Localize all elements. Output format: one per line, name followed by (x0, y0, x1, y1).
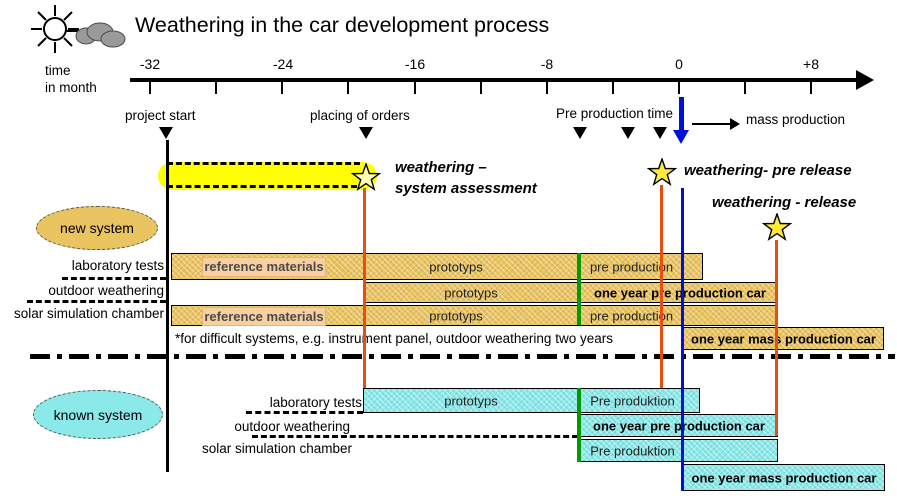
release-milestone-line (775, 240, 778, 436)
row-label-solar-simulation-known: solar simulation chamber (201, 441, 352, 456)
bar-one-year-mass-production-new: one year mass production car (683, 327, 884, 350)
row-underline (62, 277, 166, 280)
tick-label-minus16: -16 (404, 56, 426, 72)
timeline-axis (130, 78, 858, 82)
tick (810, 80, 812, 94)
tick (546, 80, 548, 94)
segment-pre-produktion: Pre produktion (590, 393, 675, 408)
sun-cloud-icon (31, 5, 126, 53)
row-label-outdoor-weathering-known: outdoor weathering (234, 419, 350, 434)
pre-production-boundary-line-known (577, 388, 581, 462)
bar-solar-simulation-known: Pre produktion (580, 439, 778, 462)
row-underline (27, 300, 166, 303)
pre-production-marker-icon (653, 127, 667, 139)
segment-one-year-pre-production: one year pre production car (593, 418, 765, 433)
pre-production-marker-icon (621, 127, 635, 139)
mass-production-start-arrowhead-icon (673, 130, 689, 144)
row-label-laboratory-tests-known: laboratory tests (269, 395, 362, 410)
placing-of-orders-label: placing of orders (310, 108, 410, 123)
segment-pre-production: pre production (589, 308, 674, 323)
tick-label-minus32: -32 (139, 56, 161, 72)
assessment-star-icon (351, 163, 381, 192)
bar-solar-simulation-new: reference materials prototyps pre produc… (171, 305, 777, 326)
project-start-line (166, 140, 169, 472)
tick (215, 80, 217, 94)
pre-release-label: weathering- pre release (684, 162, 852, 179)
assessment-dashed-top (167, 162, 360, 165)
pre-production-marker-icon (573, 127, 587, 139)
bar-outdoor-weathering-known: one year pre production car (580, 414, 778, 437)
axis-label-line1: time (45, 63, 71, 78)
project-start-label: project start (125, 108, 196, 123)
tick-label-minus8: -8 (540, 56, 554, 72)
segment-one-year-mass-production: one year mass production car (691, 331, 876, 346)
segment-prototyps: prototyps (444, 393, 498, 408)
section-divider (30, 354, 895, 359)
new-system-label: new system (60, 220, 134, 236)
known-system-label: known system (53, 406, 143, 423)
system-assessment-label-line2: system assessment (395, 180, 537, 197)
pre-production-boundary-line-new (577, 253, 581, 325)
timeline-arrowhead (856, 70, 874, 90)
pre-production-time-label: Pre production time (556, 106, 674, 121)
tick (480, 80, 482, 94)
tick-label-minus24: -24 (272, 56, 294, 72)
release-star-icon (762, 213, 792, 242)
known-system-badge: known system (33, 390, 163, 439)
mass-production-start-arrow-icon (679, 97, 684, 130)
tick-label-zero: 0 (675, 56, 683, 72)
segment-prototyps: prototyps (444, 285, 498, 300)
bar-one-year-mass-production-known: one year mass production car (683, 464, 885, 491)
pre-release-milestone-line (660, 185, 663, 388)
segment-pre-production: pre production (589, 259, 674, 274)
segment-prototyps: prototyps (429, 308, 483, 323)
pre-release-star-icon (647, 158, 677, 187)
axis-label-line2: in month (45, 80, 97, 95)
segment-reference-materials: reference materials (202, 257, 326, 277)
segment-prototyps: prototyps (429, 259, 483, 274)
row-underline (246, 411, 363, 414)
segment-one-year-pre-production: one year pre production car (594, 285, 766, 300)
difficult-systems-note: *for difficult systems, e.g. instrument … (175, 331, 613, 346)
tick (281, 80, 283, 94)
tick (149, 80, 151, 94)
tick (414, 80, 416, 94)
bar-laboratory-tests-known: prototyps Pre produktion (363, 388, 700, 413)
new-system-badge: new system (36, 206, 158, 250)
tick (612, 80, 614, 94)
release-label: weathering - release (712, 194, 857, 211)
tick (347, 80, 349, 94)
system-assessment-label-line1: weathering – (395, 159, 487, 176)
project-start-marker-icon (159, 127, 173, 139)
tick (678, 80, 680, 94)
mass-production-arrowhead-icon (730, 118, 740, 130)
bar-laboratory-tests-new: reference materials prototyps pre produc… (171, 253, 703, 280)
row-label-outdoor-weathering-new: outdoor weathering (48, 283, 164, 298)
bar-outdoor-weathering-new: prototyps one year pre production car (365, 282, 777, 303)
placing-of-orders-marker-icon (359, 127, 373, 139)
segment-pre-produktion: Pre produktion (590, 443, 675, 458)
month-zero-line (681, 188, 684, 491)
segment-reference-materials: reference materials (202, 307, 326, 326)
row-label-laboratory-tests-new: laboratory tests (71, 258, 164, 273)
row-underline (252, 435, 578, 438)
row-label-solar-simulation-new: solar simulation chamber (13, 306, 164, 321)
mass-production-arrow (692, 123, 730, 125)
assessment-milestone-line (363, 188, 366, 388)
mass-production-label: mass production (746, 112, 846, 127)
tick (744, 80, 746, 94)
page-title: Weathering in the car development proces… (135, 13, 550, 37)
segment-one-year-mass-production: one year mass production car (691, 470, 877, 485)
tick-label-plus8: +8 (803, 56, 819, 72)
assessment-dashed-bottom (167, 185, 357, 188)
